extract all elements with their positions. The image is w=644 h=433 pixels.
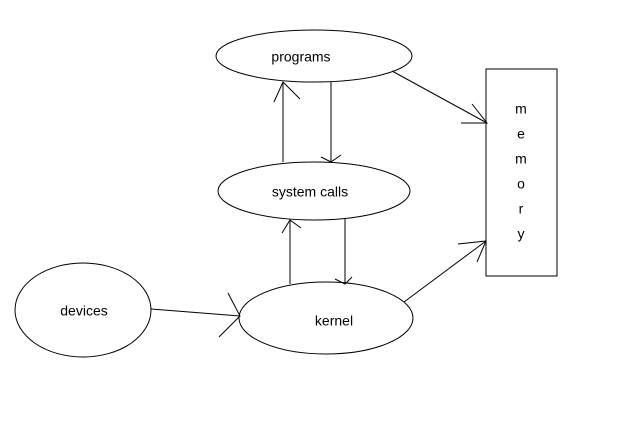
edge-devices-to-kernel <box>150 292 241 338</box>
node-kernel: kernel <box>238 281 414 355</box>
memory-label-letter: o <box>517 176 525 192</box>
kernel-ellipse <box>238 281 414 355</box>
edge-kernel-to-system-calls <box>281 219 302 284</box>
node-system-calls: system calls <box>217 161 411 221</box>
memory-box <box>485 68 558 277</box>
edge-system-calls-to-programs <box>273 81 301 162</box>
edge-system-calls-to-kernel <box>334 219 353 285</box>
programs-ellipse <box>215 29 413 83</box>
devices-label: devices <box>60 303 107 319</box>
memory-label-letter: m <box>515 101 527 117</box>
edge-programs-to-memory <box>391 70 489 124</box>
edges <box>150 70 489 338</box>
memory-label-letter: y <box>518 226 525 242</box>
system-calls-label: system calls <box>272 184 348 200</box>
memory-label-letter: m <box>515 151 527 167</box>
node-programs: programs <box>215 29 413 83</box>
edge-kernel-to-memory <box>403 240 487 303</box>
kernel-label: kernel <box>315 313 353 329</box>
memory-label-letter: r <box>519 201 524 217</box>
programs-label: programs <box>271 49 330 65</box>
memory-label-letter: e <box>517 126 525 142</box>
system-calls-ellipse <box>217 161 411 221</box>
devices-ellipse <box>14 262 152 358</box>
edge-programs-to-system-calls <box>320 82 342 163</box>
node-devices: devices <box>14 262 152 358</box>
